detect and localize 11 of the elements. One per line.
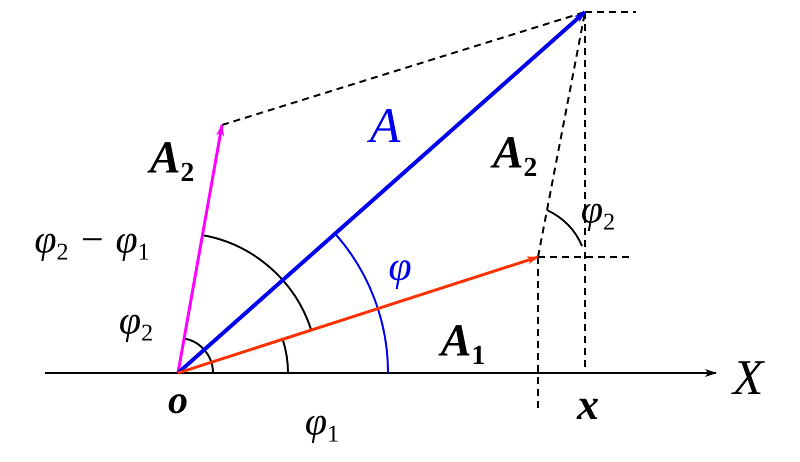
angle-label: φ$_{2}$ − φ$_{1}$	[34, 219, 150, 265]
coordinate-label: x	[577, 383, 599, 427]
angle-label: φ	[388, 246, 412, 288]
origin-label: o	[168, 380, 188, 420]
vector-label: A	[370, 100, 400, 150]
vector-label: A$_{2}$	[492, 130, 538, 180]
angle-label: φ$_{1}$	[304, 401, 340, 447]
axis-label: X	[732, 352, 764, 402]
vector-label: A$_{2}$	[150, 134, 194, 186]
angle-label: φ$_{2}$	[118, 300, 154, 346]
vector-label: A$_{1}$	[440, 318, 486, 368]
